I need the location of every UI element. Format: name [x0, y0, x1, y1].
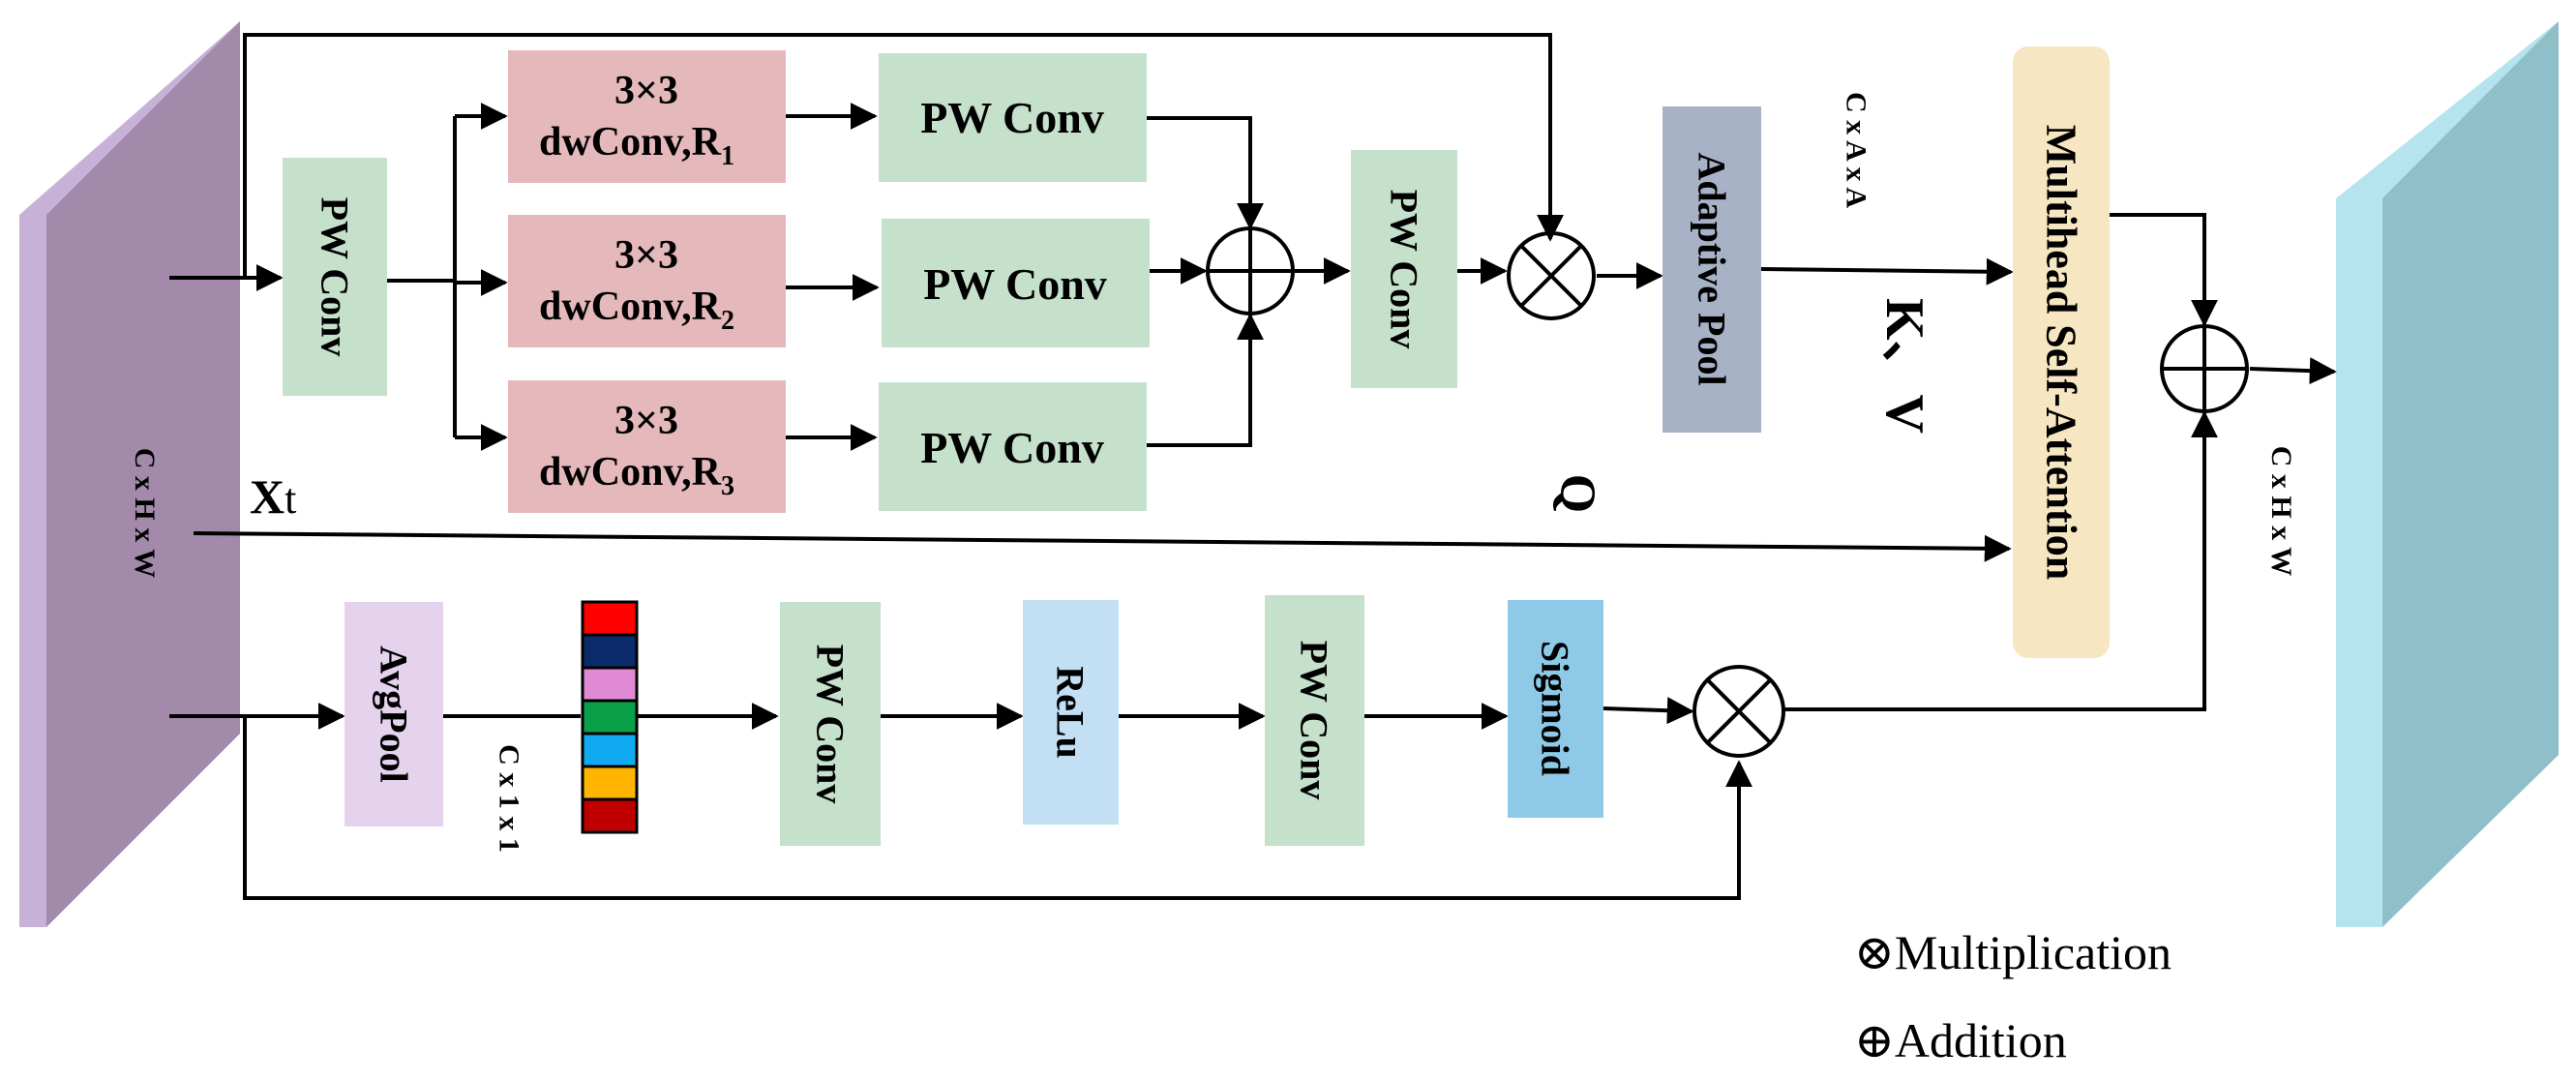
channel-cell	[581, 765, 639, 801]
avgpool-box: AvgPool	[344, 602, 443, 826]
arrow-skip-to-multiply	[240, 33, 1564, 280]
dwconv-2-label: dwConv,R2	[539, 285, 734, 336]
legend-addition: ⊕Addition	[1854, 1012, 2067, 1068]
input-block-top-edge	[19, 21, 240, 215]
dwconv-box-3: 3×3 dwConv,R3	[508, 380, 786, 513]
pwconv-1-label: PW Conv	[920, 93, 1104, 142]
pwconv-bottom-1-label: PW Conv	[809, 645, 853, 804]
pwconv-3-label: PW Conv	[920, 423, 1104, 472]
output-feature-block: C x H x W	[2265, 21, 2559, 927]
q-label: Q	[1550, 474, 1605, 513]
dwconv-1-kernel: 3×3	[614, 69, 678, 113]
adaptive-pool-label: Adaptive Pool	[1691, 152, 1734, 385]
multiply-icon	[1507, 231, 1596, 320]
dwconv-2-kernel: 3×3	[614, 233, 678, 278]
dwconv-3-kernel: 3×3	[614, 399, 678, 443]
relu-box: ReLu	[1023, 600, 1119, 825]
channel-cell	[581, 633, 639, 670]
relu-label: ReLu	[1049, 666, 1093, 759]
dwconv-1-label: dwConv,R1	[539, 120, 734, 171]
input-feature-block: C x H x W	[19, 21, 240, 927]
add-icon	[1206, 226, 1295, 315]
sigmoid-box: Sigmoid	[1508, 600, 1603, 818]
arrow-query-to-attention	[193, 531, 2012, 562]
addition-icon: ⊕	[1854, 1013, 1895, 1067]
channel-vector-stack	[581, 600, 639, 834]
input-block-side-edge	[19, 215, 46, 927]
pwconv-mid-label: PW Conv	[1383, 190, 1426, 349]
pwconv-mid-box: PW Conv	[1351, 150, 1457, 388]
dwconv-box-2: 3×3 dwConv,R2	[508, 215, 786, 347]
avg-dims-label: C x 1 x 1	[494, 744, 525, 853]
arrow-pw3-to-add	[1147, 313, 1264, 447]
addition-label: Addition	[1894, 1013, 2067, 1067]
dwconv-3-label: dwConv,R3	[539, 450, 734, 501]
output-block-top-edge	[2336, 21, 2559, 198]
channel-cell	[581, 797, 639, 834]
legend-multiplication: ⊗Multiplication	[1854, 924, 2172, 980]
output-block-side-edge	[2336, 198, 2382, 927]
arrow-add-to-output	[2249, 357, 2337, 385]
pool-dims-label: C x A x A	[1841, 92, 1872, 208]
channel-cell	[581, 732, 639, 768]
pwconv-bottom-2-box: PW Conv	[1265, 595, 1364, 846]
pwconv-bottom-1-box: PW Conv	[780, 602, 881, 846]
input-dims-label: C x H x W	[129, 448, 161, 578]
connectors	[169, 33, 2337, 900]
arrow-multiply-to-final-add	[1783, 410, 2218, 711]
multiplication-icon: ⊗	[1854, 925, 1895, 979]
attention-box: Multihead Self-Attention	[2013, 46, 2110, 658]
arrow-bottom-skip-to-multiply	[243, 716, 1752, 900]
avgpool-label: AvgPool	[373, 646, 416, 782]
sigmoid-label: Sigmoid	[1534, 641, 1577, 776]
channel-cell	[581, 600, 639, 637]
final-add-icon	[2160, 324, 2249, 413]
pwconv-input-box: PW Conv	[283, 158, 387, 396]
bottom-multiply-icon	[1692, 665, 1785, 758]
arrow-pool-to-attention	[1760, 257, 2014, 285]
arrow-pw1-to-add	[1147, 116, 1264, 230]
output-block-face	[2382, 21, 2559, 927]
dwconv-box-1: 3×3 dwConv,R1	[508, 50, 786, 183]
arrow-attention-to-add	[2110, 213, 2218, 327]
pwconv-bottom-2-label: PW Conv	[1293, 641, 1336, 800]
pwconv-box-1: PW Conv	[879, 53, 1147, 182]
kv-label: K、V	[1874, 298, 1934, 434]
channel-cell	[581, 699, 639, 736]
xt-label: Xt	[250, 469, 296, 524]
channel-cell	[581, 666, 639, 703]
pwconv-input-label: PW Conv	[314, 197, 357, 357]
multiplication-label: Multiplication	[1894, 925, 2172, 979]
pwconv-box-2: PW Conv	[882, 219, 1150, 347]
xt-label-t: t	[285, 475, 296, 523]
input-block-face	[46, 21, 240, 927]
output-dims-label: C x H x W	[2265, 446, 2297, 576]
arrow-sigmoid-to-multiply	[1603, 697, 1694, 725]
attention-label: Multihead Self-Attention	[2038, 125, 2085, 581]
pwconv-box-3: PW Conv	[879, 382, 1147, 511]
xt-label-x: X	[250, 469, 285, 524]
pwconv-2-label: PW Conv	[923, 259, 1107, 309]
adaptive-pool-box: Adaptive Pool	[1662, 106, 1761, 433]
